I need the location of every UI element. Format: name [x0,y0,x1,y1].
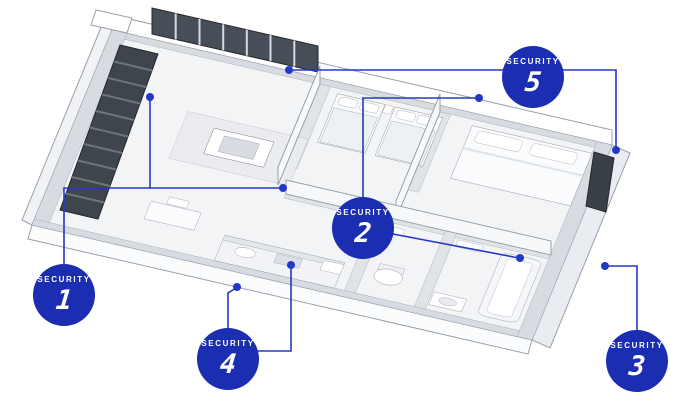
connector-line-1 [63,187,283,266]
security-badge-3[interactable]: SECURITY 3 [606,330,668,392]
security-badge-5-label: SECURITY [506,57,560,66]
pillow [529,143,579,165]
fridge [320,260,344,274]
security-badge-2[interactable]: SECURITY 2 [332,197,394,259]
window-wall [151,7,319,73]
security-badge-5[interactable]: SECURITY 5 [502,46,564,108]
floor-and-furniture [32,30,612,340]
security-badge-5-number: 5 [523,67,543,98]
connector-dot-2a [475,94,483,102]
double-bed [451,126,593,206]
security-badge-2-number: 2 [353,218,373,249]
connector-line-2b [392,233,520,259]
connector-dot-5b [612,146,620,154]
security-badge-4-label: SECURITY [201,339,255,348]
toilet [371,266,405,287]
desk [144,201,201,230]
connector-dot-5a [285,66,293,74]
connector-dot-1b [146,93,154,101]
kitchen-sink [233,246,257,260]
connector-dot-2b [516,254,524,262]
security-badge-1[interactable]: SECURITY 1 [33,264,95,326]
wardrobe [59,44,159,220]
security-badge-1-label: SECURITY [37,275,91,284]
security-badge-4-number: 4 [218,349,238,380]
cooktop [274,254,303,269]
pillow [337,96,358,108]
security-badge-2-label: SECURITY [336,208,390,217]
pillow [395,110,416,122]
annotation-connectors [63,66,638,352]
security-badge-3-number: 3 [627,351,647,382]
living-room-rug [169,112,308,186]
chair [167,197,190,208]
connector-line-4b [258,267,292,352]
security-badge-3-label: SECURITY [610,341,664,350]
kitchen-counter [214,235,344,288]
connector-line-2a [362,97,478,198]
connector-line-4a [227,287,237,330]
mirror-panel [585,151,615,213]
bathroom [429,239,543,324]
connector-dot-3 [601,262,609,270]
wall-tab-topleft [90,9,133,34]
connector-dot-4b [287,261,295,269]
connector-dot-4a [233,283,241,291]
security-badge-4[interactable]: SECURITY 4 [197,328,259,390]
pillow [358,101,379,113]
security-badge-1-number: 1 [54,285,74,316]
pillow [474,130,524,152]
connector-dot-1 [279,184,287,192]
connector-line-5b [561,69,617,149]
nightstand [382,105,393,115]
connector-line-3 [607,265,638,331]
